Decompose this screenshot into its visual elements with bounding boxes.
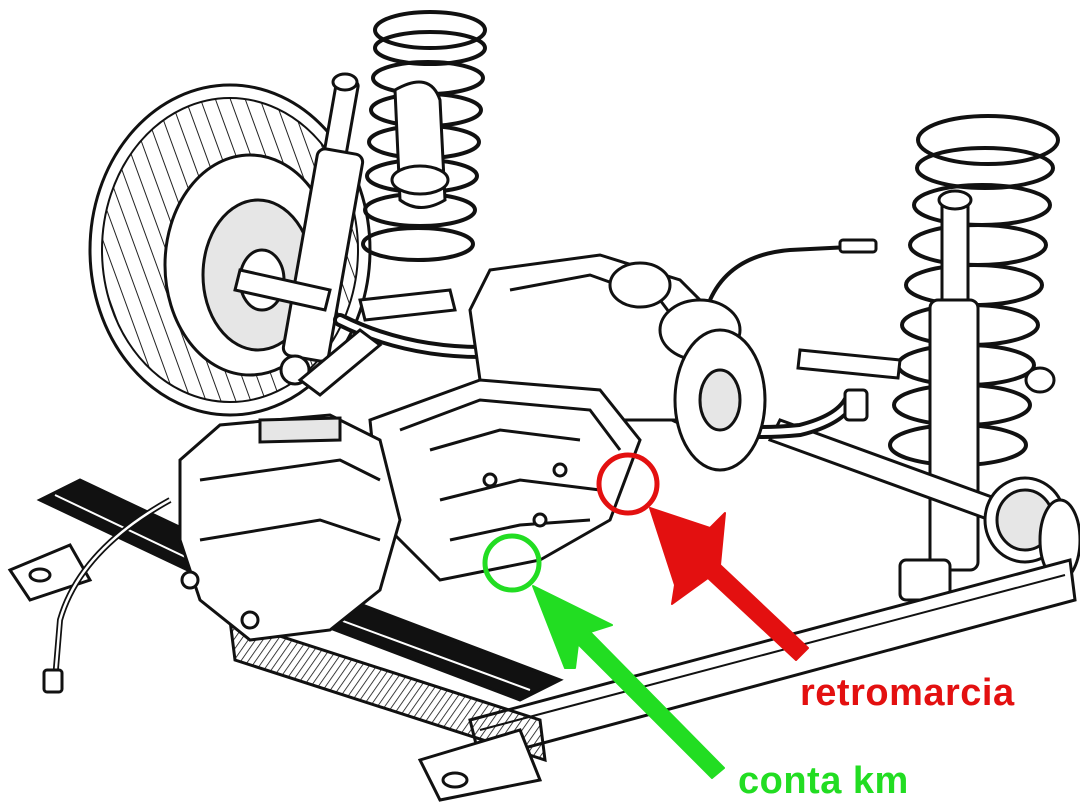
left-coil-spring xyxy=(361,10,487,262)
speedo-drive-marker xyxy=(482,533,542,593)
differential-housing xyxy=(468,253,767,472)
speedo-drive-arrow xyxy=(532,585,725,779)
brake-line xyxy=(708,244,871,301)
speedo-drive-label: conta km xyxy=(738,760,909,802)
reverse-switch-marker xyxy=(596,452,660,516)
suspension-arms xyxy=(233,268,902,397)
right-driveshaft xyxy=(767,366,1080,582)
speedo-drive-annotation xyxy=(482,533,725,779)
left-shock-absorber xyxy=(279,72,365,386)
right-coil-spring xyxy=(888,114,1060,467)
reverse-switch-arrow xyxy=(649,507,809,661)
reverse-switch-label: retromarcia xyxy=(800,672,1015,714)
right-shock-absorber xyxy=(898,189,980,606)
bell-housing xyxy=(178,413,402,642)
gearbox-housing xyxy=(368,378,642,582)
reverse-switch-annotation xyxy=(596,452,809,661)
